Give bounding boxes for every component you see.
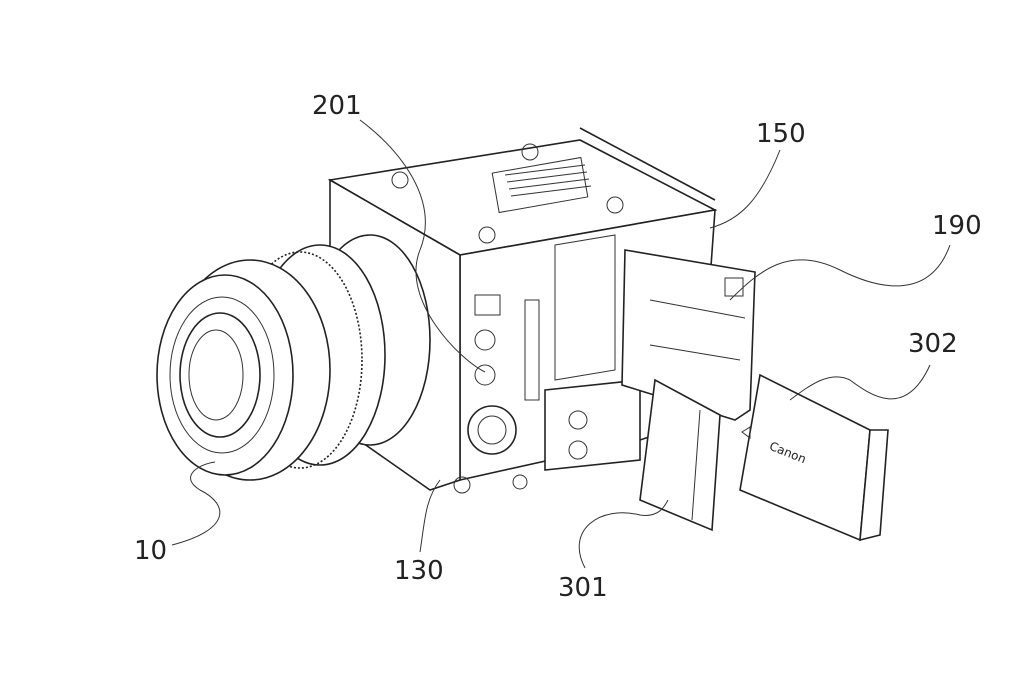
label-130: 130: [394, 556, 444, 586]
label-190: 190: [932, 211, 982, 241]
battery-door: [621, 249, 756, 421]
label-201: 201: [312, 91, 362, 121]
leader-lines: [171, 119, 951, 569]
label-150: 150: [756, 119, 806, 149]
battery: Canon: [739, 373, 889, 542]
memory-card: [639, 378, 721, 532]
label-301: 301: [558, 573, 608, 603]
lens: [156, 234, 431, 481]
label-302: 302: [908, 329, 958, 359]
label-10: 10: [134, 536, 167, 566]
